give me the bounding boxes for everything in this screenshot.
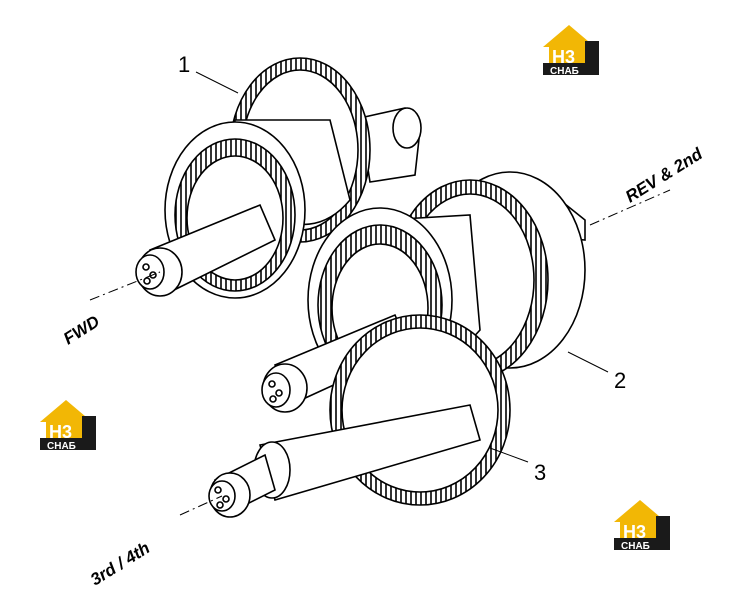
logo-mark: H3 <box>552 47 575 67</box>
logo-mark: H3 <box>623 522 646 542</box>
callout-3: 3 <box>534 460 546 485</box>
brand-logo: H3 СНАБ <box>543 25 599 77</box>
center-lines <box>89 189 671 516</box>
clutch-pack-3 <box>208 314 511 518</box>
brand-logo: H3 СНАБ <box>40 400 96 452</box>
logo-word: СНАБ <box>621 541 650 552</box>
logo-word: СНАБ <box>47 441 76 452</box>
logo-word: СНАБ <box>550 66 579 77</box>
callout-2: 2 <box>614 368 626 393</box>
label-fwd: FWD <box>60 312 103 349</box>
callout-1: 1 <box>178 52 190 77</box>
clutch-pack-1 <box>135 57 422 299</box>
logo-mark: H3 <box>49 422 72 442</box>
brand-logo: H3 СНАБ <box>614 500 670 552</box>
label-3rd-4th: 3rd / 4th <box>87 538 153 589</box>
leader-lines <box>195 71 609 463</box>
label-rev-2nd: REV & 2nd <box>622 144 706 206</box>
